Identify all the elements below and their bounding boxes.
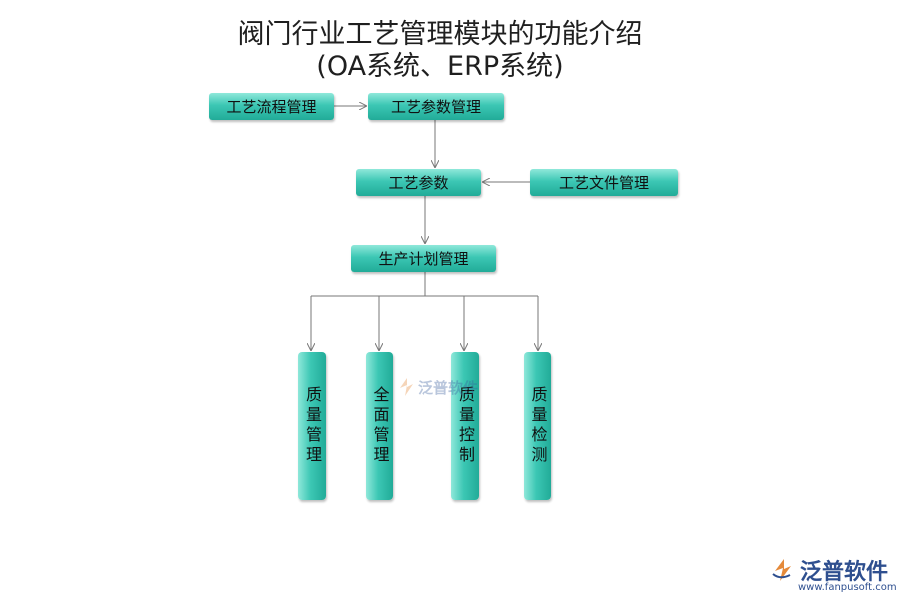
node-quality-mgmt-label: 质量管理 (303, 386, 322, 466)
node-process-file-mgmt: 工艺文件管理 (530, 169, 678, 196)
brand-logo-icon (772, 559, 791, 581)
node-process-param: 工艺参数 (356, 169, 481, 196)
brand-url: www.fanpusoft.com (798, 582, 897, 593)
node-process-param-mgmt: 工艺参数管理 (368, 93, 504, 120)
diagram-title: 阀门行业工艺管理模块的功能介绍 (237, 19, 643, 50)
node-quality-inspection-label: 质量检测 (528, 386, 548, 466)
node-total-mgmt: 全面管理 (366, 352, 393, 500)
node-quality-inspection: 质量检测 (524, 352, 551, 500)
watermark-text: 泛普软件 (418, 378, 479, 397)
diagram-subtitle: (OA系统、ERP系统) (316, 51, 564, 82)
node-total-mgmt-label: 全面管理 (370, 386, 390, 466)
brand-logo: 泛普软件 (770, 554, 888, 586)
watermark-logo-icon (400, 378, 413, 396)
node-process-flow-mgmt: 工艺流程管理 (209, 93, 334, 120)
node-quality-control: 质量控制 (451, 352, 479, 500)
center-watermark: 泛普软件 (396, 376, 478, 398)
node-production-plan-mgmt: 生产计划管理 (351, 245, 496, 272)
node-quality-control-label: 质量控制 (456, 386, 475, 466)
brand-logo-text: 泛普软件 (800, 560, 889, 585)
node-quality-mgmt: 质量管理 (298, 352, 326, 500)
